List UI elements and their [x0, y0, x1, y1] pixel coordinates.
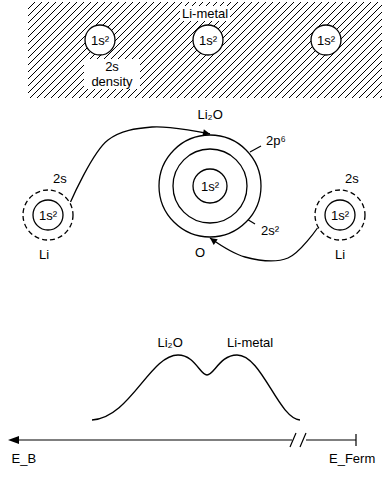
- shell-circle: 2p⁶2s²1s²: [158, 134, 262, 238]
- shell-label: 1s²: [89, 33, 111, 48]
- shell-orbit: [85, 25, 115, 55]
- axis-arrowhead: [8, 436, 19, 444]
- atom-circle: 2sLi1s²: [314, 189, 366, 241]
- compound-label: Li₂O: [196, 107, 225, 122]
- atom-circle: 2sLi1s²: [22, 189, 74, 241]
- hatched-band: [28, 2, 382, 98]
- shell-circle: 2s²1s²: [172, 148, 248, 224]
- atom-label: Li: [333, 247, 347, 262]
- core-circle: 1s²: [84, 24, 116, 56]
- energy-axis: [16, 439, 292, 440]
- valence-orbit: [315, 190, 365, 240]
- shell-orbit: [193, 25, 223, 55]
- core-circle: 1s²: [310, 24, 342, 56]
- leader-line: [250, 146, 261, 152]
- shell-label: 1s²: [37, 208, 59, 223]
- core-circle: 1s²: [324, 199, 356, 231]
- shell-label: 1s²: [197, 33, 219, 48]
- shell-label: 1s²: [199, 179, 221, 194]
- atom-label: O: [193, 245, 207, 260]
- shell-label: 2p⁶: [264, 133, 288, 148]
- axis-label: E_B: [10, 451, 39, 466]
- atom-label: 2s: [51, 171, 69, 186]
- peak-label: Li₂O: [156, 335, 185, 350]
- atom-label: Li-metal: [180, 6, 230, 21]
- atom-label: Li: [37, 247, 51, 262]
- shell-orbit: [33, 200, 63, 230]
- shell-label: 1s²: [329, 208, 351, 223]
- fermi-tick: [355, 434, 356, 446]
- peak-label: Li-metal: [225, 335, 275, 350]
- spectrum-curve: [92, 355, 300, 420]
- shell-orbit: [159, 135, 261, 237]
- shell-orbit: [193, 169, 227, 203]
- axis-break: [290, 433, 306, 447]
- metal-band: Li-metal 2s density 1s² 1s² 1s²: [28, 2, 382, 98]
- core-circle: 1s²: [192, 168, 228, 204]
- shell-orbit: [325, 200, 355, 230]
- shell-orbit: [173, 149, 247, 223]
- valence-orbit: [23, 190, 73, 240]
- shell-label: 1s²: [315, 33, 337, 48]
- core-circle: 1s²: [192, 24, 224, 56]
- core-circle: 1s²: [32, 199, 64, 231]
- shell-orbit: [311, 25, 341, 55]
- axis-label: E_Ferm: [327, 451, 377, 466]
- atom-label: 2s: [343, 171, 361, 186]
- atom-label: 2s density: [84, 59, 140, 89]
- shell-label: 2s²: [259, 223, 281, 238]
- energy-axis: [306, 439, 356, 440]
